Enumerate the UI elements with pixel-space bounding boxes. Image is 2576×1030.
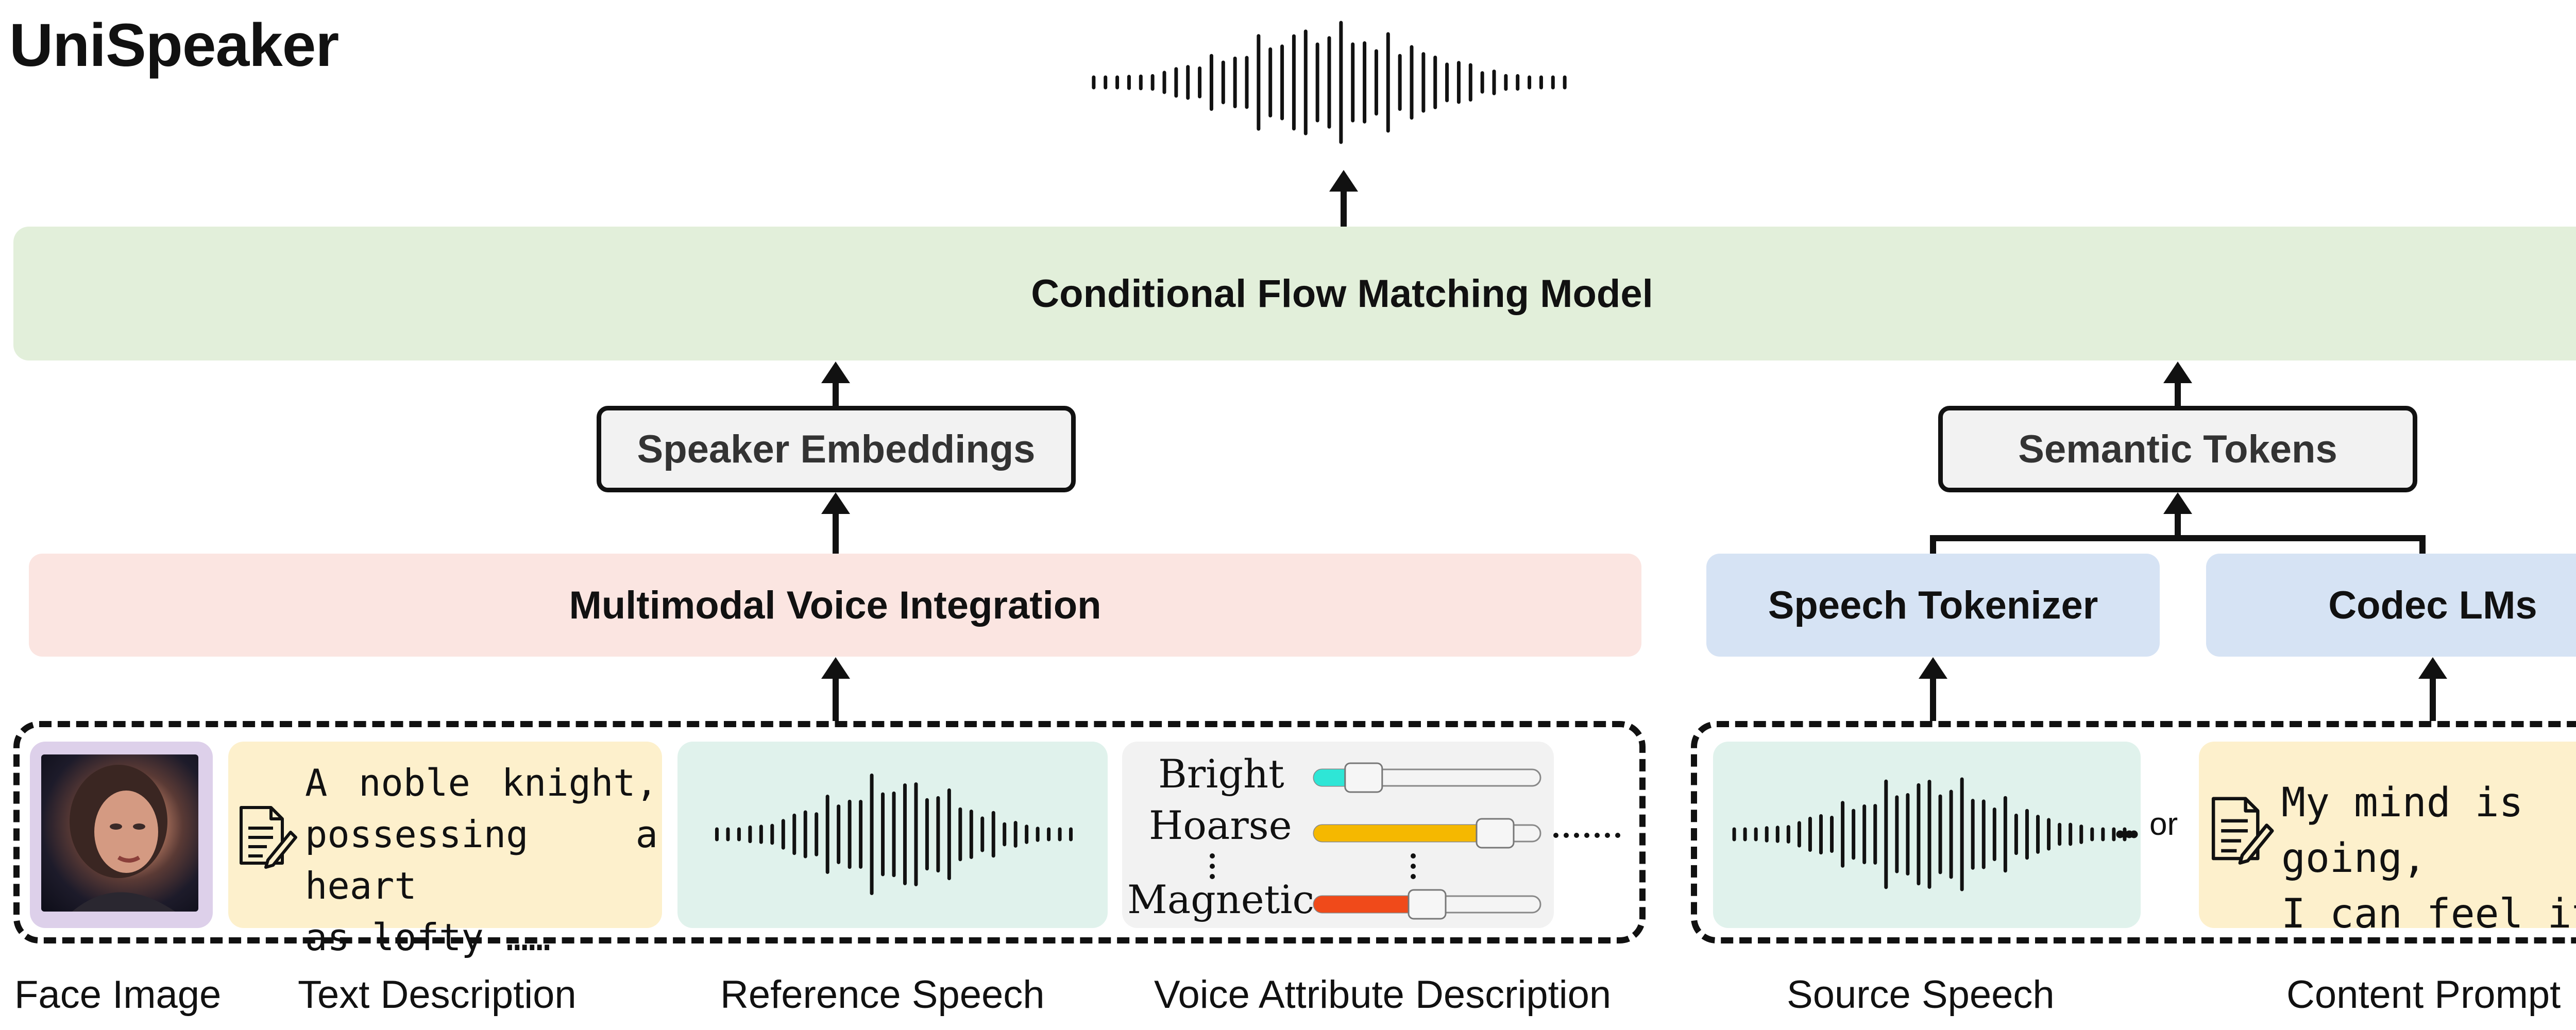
voice-input-group [13, 721, 1646, 943]
slider-fill [1314, 896, 1427, 913]
text-description-line-3: as lofty …… [305, 916, 551, 959]
source-speech-waveform [1732, 777, 2138, 891]
or-label: or [2149, 806, 2178, 842]
face-photo [41, 754, 198, 912]
caption-reference-speech: Reference Speech [720, 973, 1045, 1017]
bracket-tokenizer-codec [1930, 535, 2426, 554]
caption-voice-attribute-description: Voice Attribute Description [1154, 973, 1612, 1017]
speaker-embeddings-box: Speaker Embeddings [597, 406, 1076, 492]
speech-tokenizer-block: Speech Tokenizer [1706, 554, 2160, 657]
output-waveform [1092, 21, 1567, 144]
content-prompt-line-2: I can feel it. [2281, 891, 2576, 937]
text-description-content: A noble knight, possessing a heart as lo… [305, 757, 658, 963]
flow-matching-model-block: Conditional Flow Matching Model [13, 227, 2576, 360]
attr-label-hoarse: Hoarse [1149, 802, 1292, 848]
diagram-title: UniSpeaker [9, 11, 339, 79]
slider-knob [1476, 818, 1515, 849]
slider-knob [1408, 889, 1447, 920]
semantic-tokens-box: Semantic Tokens [1938, 406, 2417, 492]
arrowhead-output [1329, 170, 1358, 192]
caption-text-description: Text Description [298, 973, 577, 1017]
face-illustration [70, 765, 175, 912]
codec-lms-block: Codec LMs [2206, 554, 2576, 657]
slider-knob [1344, 762, 1383, 793]
content-prompt-line-1: My mind is going, [2281, 780, 2523, 882]
attr-label-bright: Bright [1158, 751, 1284, 797]
waveform-dot [2130, 830, 2138, 838]
document-edit-icon [240, 806, 297, 869]
document-edit-icon [2211, 797, 2274, 865]
text-description-line-2: possessing a heart [305, 813, 658, 907]
text-description-line-1: A noble knight, [305, 761, 658, 804]
reference-speech-waveform [715, 773, 1073, 896]
content-input-group [1691, 721, 2576, 943]
content-prompt-text: My mind is going, I can feel it. [2281, 775, 2576, 942]
attribute-sliders [1210, 762, 1620, 920]
caption-source-speech: Source Speech [1787, 973, 2055, 1017]
slider-fill [1314, 825, 1495, 842]
caption-face-image: Face Image [14, 973, 222, 1017]
multimodal-voice-integration-block: Multimodal Voice Integration [29, 554, 1641, 657]
attr-label-magnetic: Magnetic [1127, 877, 1315, 922]
caption-content-prompt: Content Prompt [2286, 973, 2561, 1017]
text-description-card [228, 742, 662, 928]
